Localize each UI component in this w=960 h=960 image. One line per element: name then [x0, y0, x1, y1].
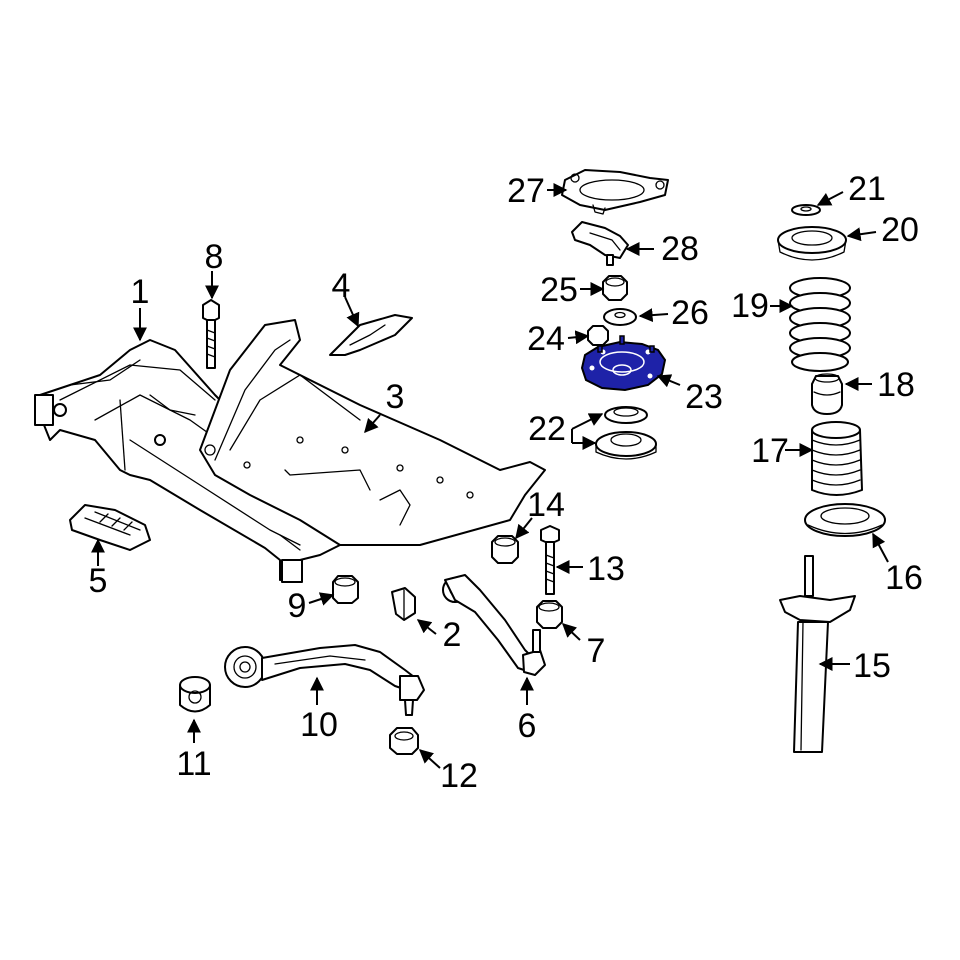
- callout-12: 12: [440, 757, 478, 795]
- callout-15: 15: [853, 647, 891, 685]
- callout-labels: 1 2 3 4 5 6 7 8 9 10 11 12 13 14 15 16 1…: [89, 170, 923, 795]
- nut-24-part[interactable]: [587, 325, 609, 346]
- upper-strut-mount-part[interactable]: [580, 335, 667, 392]
- mount-bracket-part[interactable]: [571, 221, 629, 266]
- nut-25-part[interactable]: [602, 275, 628, 301]
- heat-shield-part[interactable]: [329, 314, 413, 356]
- coil-spring-part[interactable]: [789, 277, 851, 372]
- dust-boot-part[interactable]: [811, 421, 863, 496]
- callout-leaders: [91, 183, 889, 769]
- bushing-cap-part[interactable]: [391, 587, 416, 621]
- callout-5: 5: [89, 562, 108, 600]
- callout-24: 24: [527, 320, 565, 358]
- bearing-lower-part[interactable]: [595, 431, 657, 460]
- callout-10: 10: [300, 706, 338, 744]
- bolt-8-part[interactable]: [202, 299, 220, 369]
- strut-part[interactable]: [779, 555, 856, 753]
- under-cover-part[interactable]: [69, 504, 151, 551]
- tension-strut-part[interactable]: [442, 574, 546, 676]
- callout-17: 17: [751, 432, 789, 470]
- callout-28: 28: [661, 230, 699, 268]
- bolt-13-part[interactable]: [540, 525, 560, 595]
- washer-26-part[interactable]: [603, 308, 637, 326]
- nut-14-part[interactable]: [491, 535, 519, 564]
- callout-3: 3: [386, 378, 405, 416]
- callout-25: 25: [540, 271, 578, 309]
- callout-22: 22: [528, 410, 566, 448]
- nut-12-part[interactable]: [389, 727, 419, 755]
- spring-pad-part[interactable]: [804, 503, 886, 537]
- nut-9-part[interactable]: [332, 575, 359, 604]
- callout-4: 4: [332, 267, 351, 305]
- callout-23: 23: [685, 378, 723, 416]
- callout-21: 21: [848, 170, 886, 208]
- control-arm-part[interactable]: [224, 644, 425, 716]
- mount-cover-part[interactable]: [561, 169, 669, 215]
- callout-2: 2: [443, 616, 462, 654]
- subframe-part[interactable]: [34, 339, 341, 583]
- bump-stop-part[interactable]: [811, 373, 843, 415]
- spring-seat-part[interactable]: [777, 226, 847, 261]
- nut-7-part[interactable]: [536, 600, 563, 629]
- bushing-11-part[interactable]: [179, 676, 211, 713]
- callout-7: 7: [587, 632, 606, 670]
- callout-20: 20: [881, 211, 919, 249]
- cap-21-part[interactable]: [791, 204, 821, 216]
- callout-1: 1: [131, 273, 150, 311]
- callout-8: 8: [205, 238, 224, 276]
- callout-14: 14: [527, 486, 565, 524]
- callout-9: 9: [288, 587, 307, 625]
- callout-19: 19: [731, 287, 769, 325]
- callout-26: 26: [671, 294, 709, 332]
- bearing-upper-part[interactable]: [604, 406, 648, 424]
- callout-11: 11: [176, 745, 211, 783]
- callout-16: 16: [885, 559, 923, 597]
- callout-6: 6: [518, 707, 537, 745]
- callout-13: 13: [587, 550, 625, 588]
- callout-27: 27: [507, 172, 545, 210]
- callout-18: 18: [877, 366, 915, 404]
